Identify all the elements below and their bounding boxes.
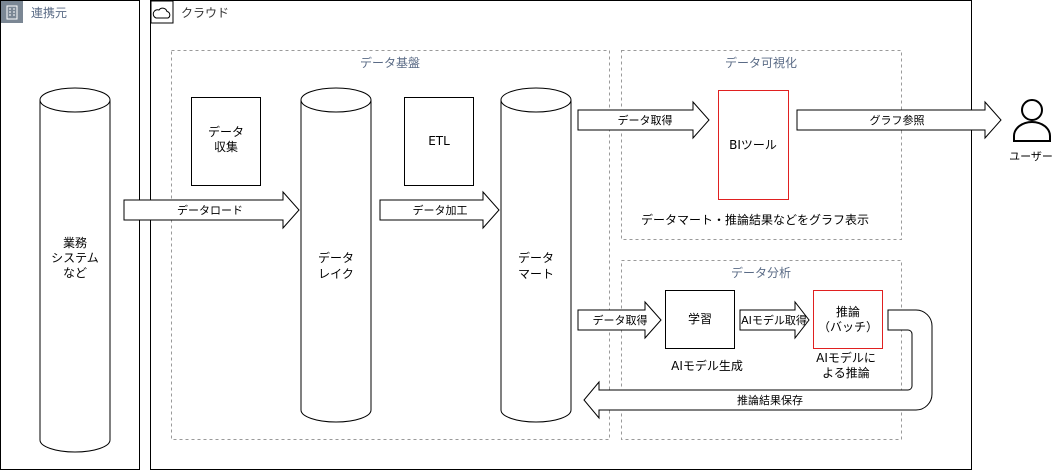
data-lake-label-2: レイク — [318, 267, 354, 281]
data-collection-box — [191, 97, 261, 186]
business-system-label-1: 業務 — [63, 236, 87, 250]
data-platform-title: データ基盤 — [360, 55, 420, 70]
inference-box — [813, 290, 883, 349]
ai-model-fetch-label: AIモデル取得 — [741, 313, 807, 327]
ai-inference-note-1: AIモデルに — [816, 350, 876, 365]
data-lake-cylinder — [300, 87, 372, 423]
graph-view-arrow — [796, 100, 1002, 140]
data-fetch-viz-arrow — [577, 100, 710, 140]
cloud-icon — [152, 7, 171, 19]
data-analysis-title: データ分析 — [731, 265, 791, 280]
graph-view-label: グラフ参照 — [870, 113, 925, 127]
data-mart-label-2: マート — [518, 267, 554, 281]
cloud-group-title: クラウド — [181, 6, 229, 20]
ai-model-generation-note: AIモデル生成 — [671, 358, 743, 373]
cloud-group: クラウド — [150, 0, 972, 470]
data-mart-cylinder — [500, 87, 572, 423]
data-load-label: データロード — [177, 203, 243, 217]
cloud-icon-frame — [150, 0, 174, 24]
ai-inference-note-2: よる推論 — [822, 365, 870, 380]
building-icon — [1, 1, 23, 23]
source-group-title: 連携元 — [31, 5, 67, 20]
business-system-cylinder — [39, 87, 111, 453]
etl-box — [404, 97, 474, 186]
inference-label-1: 推論 — [836, 304, 860, 319]
user-icon — [1013, 99, 1051, 142]
business-system-label-3: など — [63, 266, 87, 280]
data-load-arrow — [123, 190, 300, 230]
etl-label: ETL — [428, 134, 450, 148]
data-visualization-title: データ可視化 — [725, 55, 797, 70]
data-processing-label: データ加工 — [413, 203, 468, 217]
learning-box — [665, 290, 735, 349]
source-group: 連携元 — [0, 0, 140, 470]
bi-tool-label: BIツール — [729, 138, 777, 152]
data-fetch-analysis-label: データ取得 — [593, 313, 648, 327]
bi-tool-box — [718, 90, 789, 200]
inference-label-2: （バッチ） — [818, 320, 878, 334]
viz-caption: データマート・推論結果などをグラフ表示 — [641, 212, 869, 227]
data-processing-arrow — [379, 190, 500, 230]
user-label: ユーザー — [1009, 150, 1053, 163]
data-visualization-section — [621, 50, 902, 240]
save-results-arrow — [583, 309, 933, 420]
data-lake-label-1: データ — [318, 250, 354, 265]
business-system-label-2: システム — [51, 251, 99, 265]
data-analysis-section — [621, 260, 902, 440]
data-platform-section — [171, 50, 610, 440]
data-fetch-analysis-arrow — [577, 300, 662, 340]
save-results-label: 推論結果保存 — [737, 393, 803, 407]
data-mart-label-1: データ — [518, 250, 554, 265]
data-collection-label-1: データ — [208, 124, 244, 139]
ai-model-fetch-arrow — [739, 300, 810, 340]
learning-label: 学習 — [688, 311, 712, 326]
data-fetch-viz-label: データ取得 — [618, 113, 673, 127]
data-collection-label-2: 収集 — [214, 139, 238, 154]
